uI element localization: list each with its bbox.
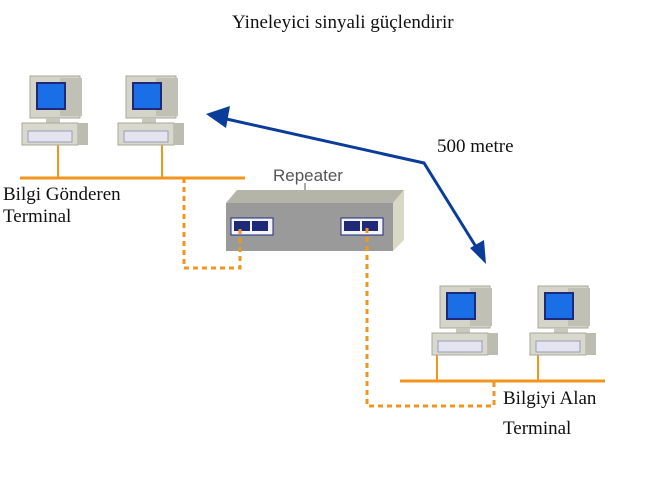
sender-computer-2-icon bbox=[117, 75, 185, 146]
repeater-device-icon bbox=[226, 183, 404, 251]
arrow-head-left-icon bbox=[206, 106, 230, 128]
receiver-label-line2: Terminal bbox=[503, 418, 572, 439]
distance-arrow bbox=[206, 106, 486, 264]
receiver-label-line1: Bilgiyi Alan bbox=[503, 388, 597, 409]
sender-to-repeater-cable bbox=[182, 178, 242, 270]
repeater-to-receiver-cable bbox=[365, 228, 496, 408]
receiver-computer-1-icon bbox=[431, 285, 499, 356]
dotted-cables bbox=[182, 178, 496, 408]
sender-label-line2: Terminal bbox=[3, 206, 72, 227]
receiver-computer-2-icon bbox=[529, 285, 597, 356]
distance-label: 500 metre bbox=[437, 136, 514, 157]
receiver-lan bbox=[400, 285, 605, 383]
repeater-label: Repeater bbox=[273, 166, 343, 185]
sender-computer-1-icon bbox=[21, 75, 89, 146]
diagram-title: Yineleyici sinyali güçlendirir bbox=[232, 12, 454, 33]
sender-label-line1: Bilgi Gönderen bbox=[3, 184, 121, 205]
arrow-head-right-icon bbox=[470, 240, 486, 264]
sender-lan bbox=[20, 75, 245, 180]
